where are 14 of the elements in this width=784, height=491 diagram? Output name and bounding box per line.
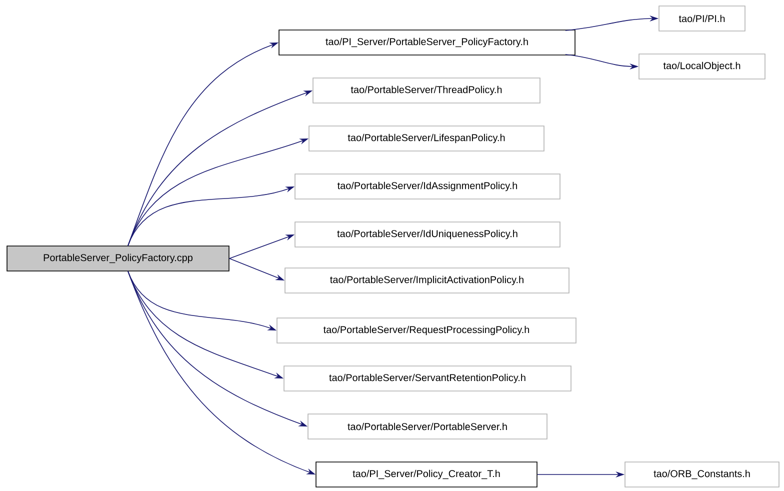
header-file-box: tao/PortableServer/ServantRetentionPolicy.h [284,366,572,392]
header-file-box: tao/PortableServer/PortableServer.h [308,414,548,440]
header-file-box: tao/PortableServer/ImplicitActivationPolicy.h [284,268,570,294]
header-file-box: tao/PI_Server/Policy_Creator_T.h [316,462,538,488]
header-file-box: tao/LocalObject.h [638,54,766,80]
header-file-box: tao/ORB_Constants.h [624,462,780,488]
header-file-box: tao/PortableServer/RequestProcessingPolicy.h [276,318,576,344]
header-file-box: tao/PortableServer/IdUniquenessPolicy.h [294,222,560,248]
header-file-box: tao/PI_Server/PortableServer_PolicyFactory.h [278,30,576,56]
header-file-box: tao/PortableServer/IdAssignmentPolicy.h [294,174,560,200]
header-file-box: tao/PortableServer/ThreadPolicy.h [312,78,540,104]
header-file-box: tao/PortableServer/LifespanPolicy.h [308,126,544,152]
source-file-box: PortableServer_PolicyFactory.cpp [6,246,230,272]
header-file-box: tao/PI/PI.h [658,6,746,32]
